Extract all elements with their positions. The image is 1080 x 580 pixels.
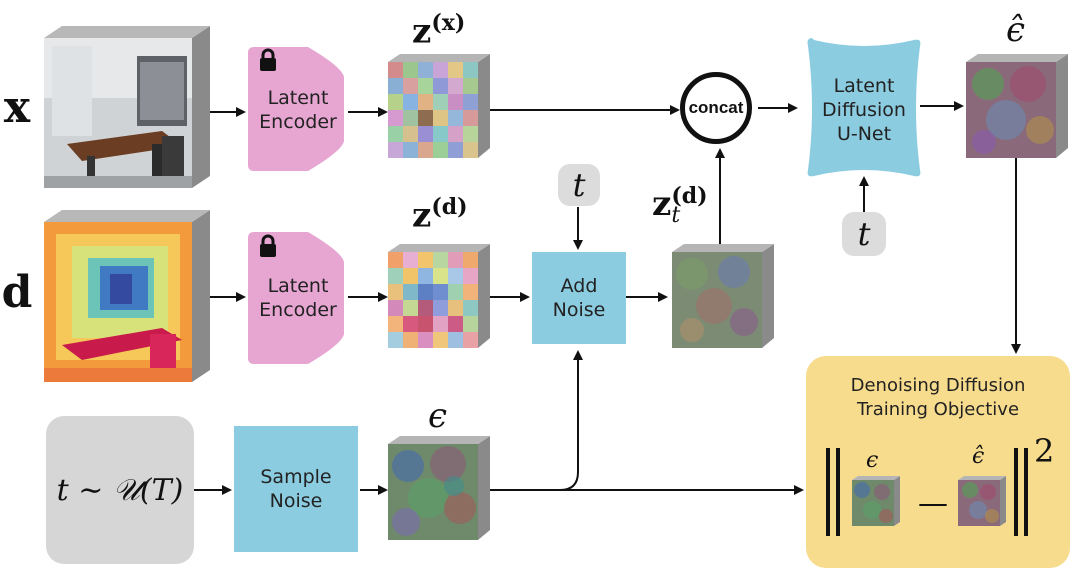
- z-t-d-label: z (d) t: [652, 183, 708, 228]
- z-x-latent-cube: [388, 54, 490, 158]
- z-d-latent-cube: [388, 244, 490, 348]
- epsilon-noise-cube: [388, 436, 490, 540]
- rgb-input-image: [44, 26, 210, 188]
- input-d-symbol: d: [1, 267, 33, 318]
- norm-bar-left: [836, 448, 840, 536]
- latent-diffusion-unet: [807, 38, 921, 177]
- t-addnoise-input: t: [558, 164, 600, 206]
- t-sample-box: t ∼ 𝒰(T): [46, 416, 194, 564]
- t-unet-input: t: [842, 212, 886, 256]
- objective-minus: —: [918, 486, 948, 521]
- depth-latent-encoder: [248, 232, 344, 364]
- input-x-symbol: x: [3, 82, 31, 133]
- z-t-d-noisy-cube: [672, 244, 774, 348]
- epsilon-hat-label: ϵ̂: [1006, 10, 1026, 50]
- objective-eps-cube: [852, 476, 900, 526]
- epsilon-label: ϵ: [428, 396, 448, 436]
- objective-eps-hat-label: ϵ̂: [972, 444, 985, 469]
- concat-node: concat: [680, 72, 752, 144]
- objective-eps-hat-cube: [958, 476, 1006, 526]
- arrow-eps-to-addnoise: [486, 350, 583, 491]
- depth-input-image: [44, 210, 210, 382]
- lock-icon: [258, 48, 278, 72]
- norm-bar-right: [1024, 448, 1028, 536]
- objective-exponent: 2: [1034, 432, 1055, 470]
- concat-label: concat: [688, 98, 744, 117]
- epsilon-hat-cube: [966, 54, 1068, 158]
- z-x-label: z(x): [412, 10, 466, 52]
- lock-icon: [258, 234, 278, 258]
- norm-bar-left: [826, 448, 830, 536]
- rgb-latent-encoder: [248, 47, 344, 171]
- z-d-label: z(d): [412, 194, 468, 236]
- objective-eps-label: ϵ: [866, 448, 879, 473]
- norm-bar-right: [1014, 448, 1018, 536]
